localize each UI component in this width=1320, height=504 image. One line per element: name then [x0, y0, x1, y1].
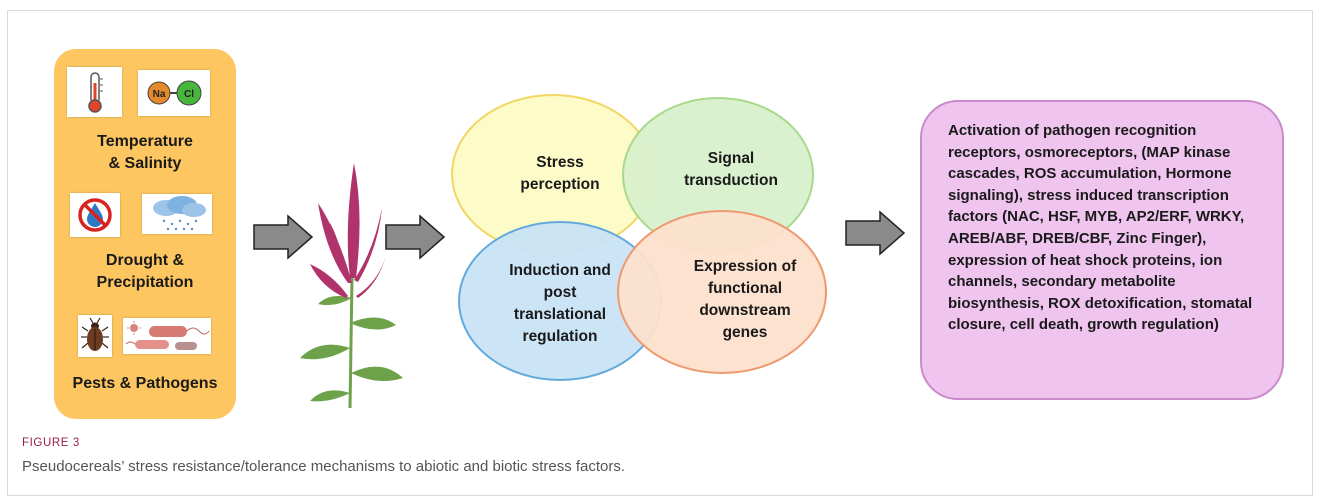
- rain-cloud-tile: [142, 194, 212, 234]
- arrow-right-3: [845, 210, 906, 256]
- bacteria-tile: [123, 318, 211, 354]
- beetle-icon: [81, 317, 109, 351]
- expression-circle: [617, 210, 827, 374]
- drought-precipitation-label: Drought & Precipitation: [96, 252, 194, 291]
- figure-label: FIGURE 3: [22, 437, 80, 449]
- arrow-right-2: [385, 214, 446, 260]
- stress-response-venn: [451, 94, 827, 381]
- rain-cloud-icon: [153, 196, 206, 231]
- arrow-right-1: [253, 214, 314, 260]
- induction-label: Induction and post translational regulat…: [509, 262, 611, 345]
- bacteria-icon: [125, 321, 210, 350]
- expression-label: Expression of functional downstream gene…: [693, 258, 797, 341]
- cl-label: Cl: [184, 89, 194, 100]
- thermometer-icon: [88, 72, 103, 113]
- figure-caption: Pseudocereals’ stress resistance/toleran…: [22, 458, 626, 475]
- stress-perception-label: Stress perception: [520, 154, 600, 193]
- beetle-tile: [78, 315, 112, 357]
- na-label: Na: [153, 89, 166, 100]
- signal-transduction-label: Signal transduction: [684, 150, 778, 189]
- stress-response-outcome-text: Activation of pathogen recognition recep…: [948, 122, 1253, 334]
- temperature-salinity-label: Temperature & Salinity: [97, 133, 193, 172]
- pests-pathogens-label: Pests & Pathogens: [72, 375, 218, 392]
- thermometer-tile: [67, 67, 122, 117]
- no-water-icon: [78, 198, 112, 232]
- no-water-tile: [70, 193, 120, 237]
- figure-frame: [7, 10, 1313, 496]
- amaranth-plant-illustration: [300, 163, 403, 409]
- stress-response-outcome-box: [920, 100, 1284, 400]
- nacl-icon: Na Cl: [147, 80, 202, 106]
- nacl-tile: Na Cl: [138, 70, 210, 116]
